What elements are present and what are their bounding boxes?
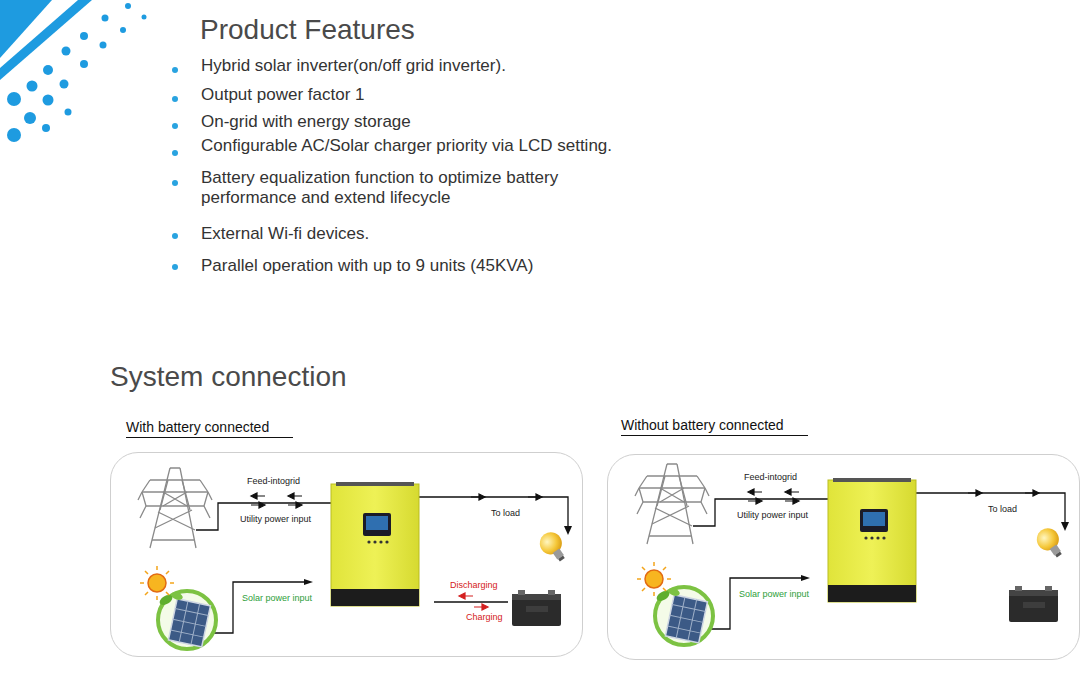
feature-item: Battery equalization function to optimiz… <box>201 168 601 209</box>
connection-panel: Without battery connected <box>607 454 1080 660</box>
feature-item: On-grid with energy storage <box>201 112 411 132</box>
feature-item: Hybrid solar inverter(on/off grid invert… <box>201 56 506 76</box>
feature-item: Output power factor 1 <box>201 85 364 105</box>
wire-label: Solar power input <box>739 589 809 600</box>
page-title: Product Features <box>200 13 415 47</box>
panel-heading: With battery connected <box>126 419 293 438</box>
wire-label: Feed-intogrid <box>744 472 797 483</box>
panel-heading: Without battery connected <box>621 417 808 436</box>
feature-item: External Wi-fi devices. <box>201 224 369 244</box>
wire-label: Charging <box>466 612 503 623</box>
feature-item: Configurable AC/Solar charger priority v… <box>201 136 612 156</box>
wire-label: Discharging <box>450 580 498 591</box>
feature-item: Parallel operation with up to 9 units (4… <box>201 256 533 276</box>
wire-label: To load <box>988 504 1017 515</box>
wire-label: Utility power input <box>737 510 808 521</box>
wire-label: Utility power input <box>240 514 311 525</box>
wire-label: Solar power input <box>242 593 312 604</box>
section-heading: System connection <box>110 360 347 394</box>
wire-label: To load <box>491 508 520 519</box>
connection-panel: With battery connected <box>110 452 583 657</box>
wire-label: Feed-intogrid <box>247 476 300 487</box>
